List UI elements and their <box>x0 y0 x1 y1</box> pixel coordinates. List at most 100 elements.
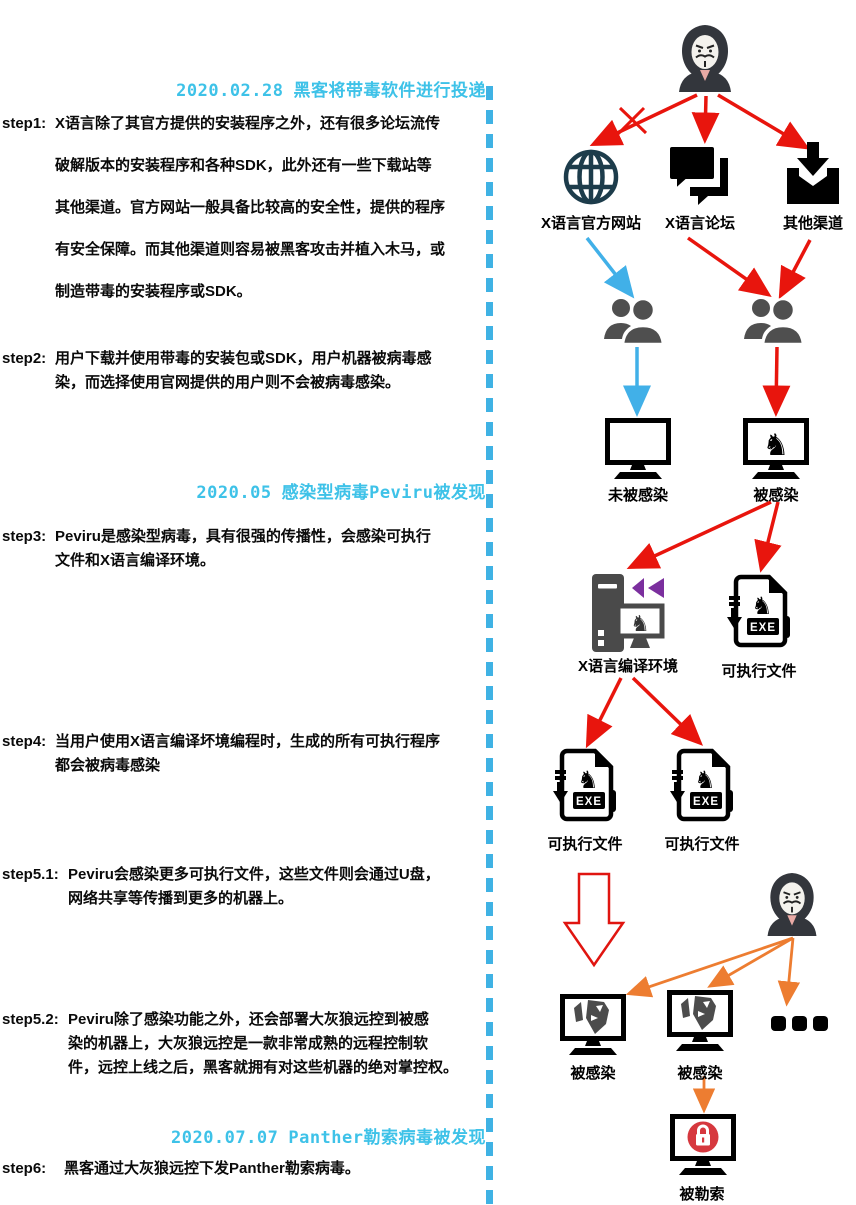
node-label-forum: X语言论坛 <box>664 215 735 232</box>
step-line: 件，远控上线之后，黑客就拥有对这些机器的绝对掌控权。 <box>68 1059 459 1076</box>
step-label: step1: <box>2 115 47 132</box>
step-label: step3: <box>2 528 47 545</box>
step-text: Peviru除了感染功能之外，还会部署大灰狼远控到被感 染的机器上，大灰狼远控是… <box>68 1008 458 1080</box>
step-4: step4: 当用户使用X语言编译坏境编程时，生成的所有可执行程序 都会被病毒感… <box>2 730 440 778</box>
step-text: Peviru是感染型病毒，具有很强的传播性，会感染可执行 文件和X语言编译环境。 <box>55 525 431 573</box>
event-text: Panther勒索病毒被发现 <box>288 1128 486 1148</box>
exe-badge: EXE <box>750 622 776 634</box>
node-label-ransomed: 被勒索 <box>679 1186 725 1203</box>
infected-monitor-icon: ♞ <box>743 418 809 479</box>
arrow-infected-to-compiler <box>626 500 772 569</box>
user-group-icon <box>744 297 805 345</box>
event-date: 2020.07.07 <box>170 1128 279 1148</box>
blocked-x-mark <box>616 106 648 136</box>
trojan-horse-icon: ♞ <box>763 428 790 463</box>
step-text: 当用户使用X语言编译坏境编程时，生成的所有可执行程序 都会被病毒感染 <box>55 730 440 778</box>
arrow-hacker-to-official-site <box>589 93 698 147</box>
dot <box>771 1016 786 1031</box>
arrow-compiler-to-exe-right <box>631 676 704 746</box>
step-line: Peviru会感染更多可执行文件，这些文件则会通过U盘， <box>68 866 440 883</box>
arrow-hacker-to-forum <box>691 95 720 144</box>
more-machines-ellipsis-icon <box>771 1016 828 1031</box>
event-text: 感染型病毒Peviru被发现 <box>281 483 486 503</box>
wolf-remote-control-monitor-icon <box>667 990 733 1051</box>
step-2: step2: 用户下载并使用带毒的安装包或SDK，用户机器被病毒感 染，而选择使… <box>2 347 432 395</box>
event-text: 黑客将带毒软件进行投递 <box>293 81 486 101</box>
trojan-horse-icon: ♞ <box>630 612 650 637</box>
arrow-official-to-users <box>585 236 635 299</box>
step-line: 网络共享等传播到更多的机器上。 <box>68 890 294 907</box>
step-label: step4: <box>2 733 47 750</box>
node-label-infected-wolf-1: 被感染 <box>570 1065 616 1082</box>
node-label-official-site: X语言官方网站 <box>540 215 641 232</box>
step-line: 都会被病毒感染 <box>55 757 161 774</box>
node-label-compiler: X语言编译环境 <box>577 658 678 675</box>
node-label-other-channels: 其他渠道 <box>782 215 843 232</box>
step-line: 黑客通过大灰狼远控下发Panther勒索病毒。 <box>64 1160 360 1177</box>
dot <box>813 1016 828 1031</box>
step-1: step1: X语言除了其官方提供的安装程序之外，还有很多论坛流传 破解版本的安… <box>2 103 445 313</box>
node-label-infected: 被感染 <box>753 487 799 504</box>
step-line: Peviru除了感染功能之外，还会部署大灰狼远控到被感 <box>68 1011 429 1028</box>
exe-badge: EXE <box>576 796 602 808</box>
step-line: Peviru是感染型病毒，具有很强的传播性，会感染可执行 <box>55 528 431 545</box>
step-line: 制造带毒的安装程序或SDK。 <box>55 283 252 300</box>
exe-badge: EXE <box>693 796 719 808</box>
arrow-forum-to-users <box>686 236 772 298</box>
computer-monitor-icon <box>605 418 671 479</box>
node-label-infected-wolf-2: 被感染 <box>677 1065 723 1082</box>
arrow-hacker2-to-more <box>777 937 801 1007</box>
step-label: step6: <box>2 1160 47 1177</box>
event-date: 2020.02.28 <box>176 81 284 101</box>
trojan-horse-icon: ♞ <box>694 766 716 794</box>
step-line: 破解版本的安装程序和各种SDK，此外还有一些下载站等 <box>55 157 432 174</box>
vs-logo-icon <box>632 578 644 598</box>
dot <box>792 1016 807 1031</box>
exe-file-icon: ♞ EXE <box>553 748 616 822</box>
step-3: step3: Peviru是感染型病毒，具有很强的传播性，会感染可执行 文件和X… <box>2 525 431 573</box>
step-6: step6: 黑客通过大灰狼远控下发Panther勒索病毒。 <box>2 1157 360 1181</box>
attack-flow-diagram: X语言官方网站 X语言论坛 其他渠道 ♞ 未被感染 被感染 <box>490 0 856 1205</box>
ransom-lock-icon <box>687 1121 719 1153</box>
arrow-hacker-to-other-channels <box>717 93 811 150</box>
wolf-remote-control-monitor-icon <box>560 994 626 1055</box>
step-line: 当用户使用X语言编译坏境编程时，生成的所有可执行程序 <box>55 733 441 750</box>
node-label-exe-left: 可执行文件 <box>547 836 623 853</box>
step-label: step5.2: <box>2 1011 59 1028</box>
timeline-title-3: 2020.07.07 Panther勒索病毒被发现 <box>0 1123 486 1148</box>
flow-arrows <box>562 93 812 1114</box>
grey-wolf-icon <box>681 996 716 1030</box>
step-line: 染，而选择使用官网提供的用户则不会被病毒感染。 <box>55 374 401 391</box>
user-group-icon <box>604 297 665 345</box>
step-label: step5.1: <box>2 866 59 883</box>
arrow-infected-to-exe <box>754 501 782 573</box>
step-text: Peviru会感染更多可执行文件，这些文件则会通过U盘， 网络共享等传播到更多的… <box>68 863 440 911</box>
exe-file-icon: ♞ EXE <box>727 574 790 648</box>
arrow-compiler-to-exe-left <box>585 677 623 749</box>
node-label-exe-right: 可执行文件 <box>664 836 740 853</box>
step-line: 有安全保障。而其他渠道则容易被黑客攻击并植入木马，或 <box>55 241 446 258</box>
arrow-channels-to-users <box>778 239 812 300</box>
big-hollow-down-arrow <box>562 872 626 968</box>
exe-file-icon: ♞ EXE <box>670 748 733 822</box>
trojan-horse-icon: ♞ <box>577 766 599 794</box>
step-line: 其他渠道。官方网站一般具备比较高的安全性，提供的程序 <box>55 199 446 216</box>
step-line: 用户下载并使用带毒的安装包或SDK，用户机器被病毒感 <box>55 350 432 367</box>
grey-wolf-icon <box>574 1000 609 1034</box>
compiler-environment-icon: ♞ <box>592 574 665 652</box>
node-label-not-infected: 未被感染 <box>607 487 668 504</box>
globe-website-icon <box>563 149 619 205</box>
hacker-anonymous-mask-icon <box>767 872 817 936</box>
step-label: step2: <box>2 350 47 367</box>
trojan-horse-icon: ♞ <box>751 592 773 620</box>
ransom-monitor-icon <box>670 1114 736 1175</box>
step-text: 用户下载并使用带毒的安装包或SDK，用户机器被病毒感 染，而选择使用官网提供的用… <box>55 347 432 395</box>
step-text: 黑客通过大灰狼远控下发Panther勒索病毒。 <box>64 1157 360 1181</box>
chat-forum-icon <box>670 145 728 205</box>
step-line: 文件和X语言编译环境。 <box>55 552 216 569</box>
timeline-divider-dashed-line <box>486 86 493 1205</box>
step-line: 染的机器上，大灰狼远控是一款非常成熟的远程控制软 <box>68 1035 429 1052</box>
hacker-anonymous-mask-icon <box>679 25 731 92</box>
